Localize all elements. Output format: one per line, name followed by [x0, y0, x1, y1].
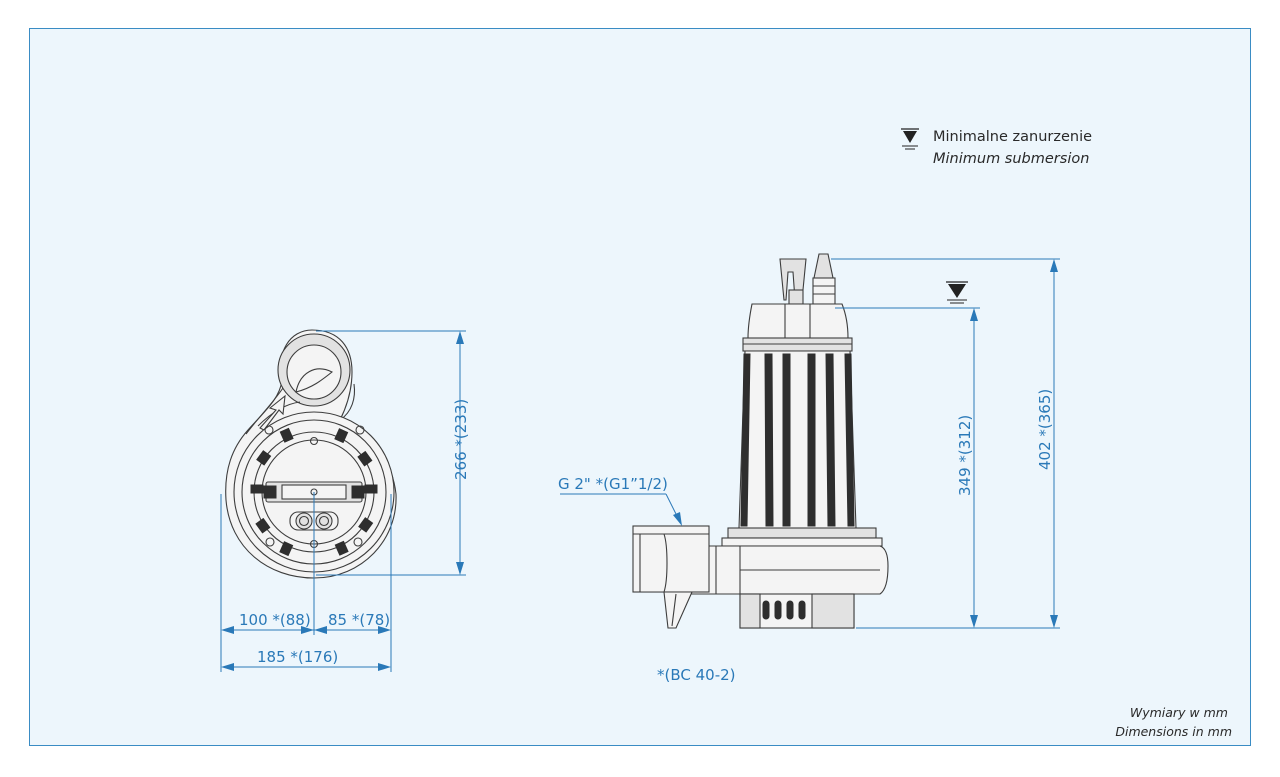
pump-side-view [632, 253, 889, 629]
legend-label-en: Minimum submersion [933, 151, 1089, 167]
variant-note: *(BC 40-2) [657, 666, 736, 684]
legend-label-pl: Minimalne zanurzenie [933, 129, 1092, 145]
pump-top-view [225, 329, 397, 579]
right-offset-dimension: 85 *(78) [328, 611, 390, 629]
units-note-en: Dimensions in mm [1115, 724, 1232, 739]
outlet-thread-label: G 2" *(G1”1/2) [558, 475, 668, 493]
min-submersion-level-icon [946, 281, 968, 304]
side-view-dimensions: 349 *(312) 402 *(365) G 2" *(G1”1/2) [558, 258, 1060, 629]
height-dimension-top-view: 266 *(233) [452, 399, 470, 480]
width-dimension: 185 *(176) [257, 648, 338, 666]
water-level-triangle-icon [901, 128, 919, 150]
total-height-dimension: 402 *(365) [1036, 389, 1054, 470]
left-offset-dimension: 100 *(88) [239, 611, 311, 629]
units-note-pl: Wymiary w mm [1130, 705, 1228, 720]
drawing-frame [29, 28, 1251, 746]
submersion-dimension: 349 *(312) [956, 415, 974, 496]
legend: Minimalne zanurzenie Minimum submersion [901, 128, 1092, 167]
top-view-dimensions: 266 *(233) 100 *(88) 85 *(78) 185 *(176) [220, 330, 470, 672]
